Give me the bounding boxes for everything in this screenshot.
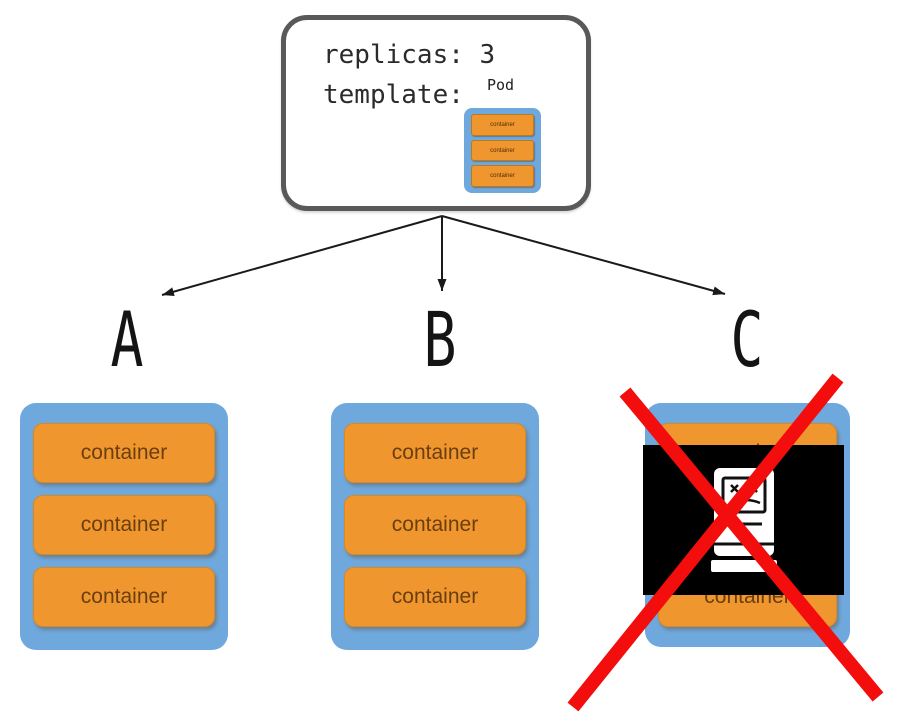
pod-template-thumbnail: container container container bbox=[464, 108, 541, 193]
pod-a: container container container bbox=[20, 403, 228, 650]
pod-b: container container container bbox=[331, 403, 539, 650]
container-box: container bbox=[33, 423, 215, 483]
replica-c-label: C bbox=[730, 295, 764, 384]
mini-container-box: container bbox=[471, 139, 534, 162]
container-box: container bbox=[344, 495, 526, 555]
replica-b-label: B bbox=[423, 295, 457, 384]
arrow-to-pod-c bbox=[441, 215, 726, 296]
container-box: container bbox=[33, 495, 215, 555]
mini-container-box: container bbox=[471, 114, 534, 136]
container-box: container bbox=[33, 567, 215, 627]
container-box: container bbox=[344, 423, 526, 483]
container-box: container bbox=[344, 567, 526, 627]
template-key-text: template: bbox=[323, 80, 464, 110]
pod-c: container container container bbox=[643, 403, 850, 647]
mini-container-box: container bbox=[471, 165, 534, 188]
pod-template-label: Pod bbox=[487, 76, 515, 94]
replicas-count-text: replicas: 3 bbox=[323, 40, 496, 70]
arrow-to-pod-a bbox=[161, 215, 443, 297]
replica-a-label: A bbox=[110, 295, 144, 384]
